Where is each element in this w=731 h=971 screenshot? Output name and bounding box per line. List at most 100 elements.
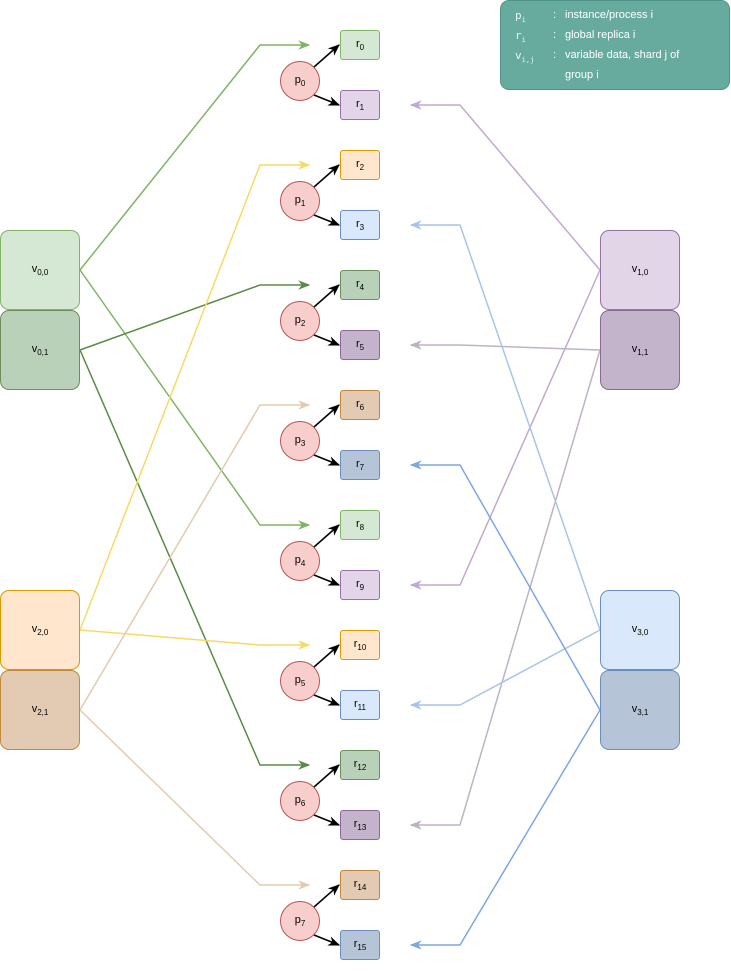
node-label-subscript: 2,0 [37,628,49,638]
node-label: r15 [354,938,367,952]
node-label-subscript: 14 [357,883,367,893]
node-label-subscript: 1 [300,199,306,209]
node-label-subscript: 7 [300,919,306,929]
process-node: p6 [280,781,320,821]
variable-node: v2,0 [0,590,80,670]
node-label-name: r [353,637,358,650]
process-node: p3 [280,421,320,461]
node-label-subscript: 15 [357,943,367,953]
node-label-name: r [355,97,360,110]
node-label: p7 [295,914,306,928]
replica-node: r14 [340,870,380,900]
node-label-name: r [355,517,360,530]
node-label-name: r [355,397,360,410]
legend-symbol-letter: p [515,9,522,22]
node-label-name: r [354,697,358,710]
variable-to-replica-edge [79,400,311,711]
replica-node: r15 [340,930,380,960]
node-label: r11 [354,698,366,712]
node-label-name: p [294,793,301,806]
variable-to-replica-edge [409,460,601,711]
legend-symbol: vi,j [515,49,535,65]
variable-to-replica-edge [409,629,601,710]
node-label-name: v [631,622,638,635]
process-to-replica-arrow [313,884,340,908]
node-label: r2 [356,158,364,172]
legend-symbol-letter: r [515,29,522,42]
legend-colon: : [553,49,557,61]
node-label-subscript: 13 [357,823,367,833]
node-label-name: p [294,553,301,566]
node-label-subscript: 4 [359,283,365,293]
variable-to-replica-edge [79,269,311,530]
variable-to-replica-edge [79,629,311,650]
replica-node: r2 [340,150,380,180]
variable-to-replica-edge [409,269,601,590]
process-to-replica-arrow [313,524,340,548]
node-label-name: r [353,877,358,890]
node-label: r0 [356,38,364,52]
variable-to-replica-edge [79,40,311,271]
node-label: p3 [295,434,306,448]
node-label-name: v [31,622,38,635]
legend-symbol-subscript: i,j [521,56,535,65]
process-to-replica-arrow [313,94,341,106]
variable-node: v1,0 [600,230,680,310]
legend-symbol: ri [515,29,526,44]
node-label-subscript: 6 [300,799,306,809]
replica-node: r5 [340,330,380,360]
process-to-replica-arrow [313,934,341,946]
variable-node: v0,1 [0,310,80,390]
node-label: v1,1 [632,343,649,357]
node-label-subscript: 12 [357,763,367,773]
node-label: v1,0 [632,263,649,277]
node-label-name: r [353,937,358,950]
node-label: r6 [356,398,364,412]
node-label-subscript: 9 [359,583,365,593]
node-label-name: r [353,817,358,830]
replica-node: r3 [340,210,380,240]
node-label-name: p [294,313,301,326]
replica-node: r1 [340,90,380,120]
process-node: p1 [280,181,320,221]
node-label-subscript: 3 [300,439,306,449]
node-label-name: v [31,342,38,355]
node-label: v2,0 [32,623,49,637]
node-label: r9 [356,578,364,592]
legend-colon: : [553,9,557,21]
process-to-replica-arrow [313,764,340,788]
node-label-subscript: 7 [359,463,365,473]
node-label-subscript: 1 [359,103,365,113]
variable-node: v0,0 [0,230,80,310]
node-label-subscript: 0 [359,43,365,53]
node-label: r4 [356,278,364,292]
variable-node: v3,0 [600,590,680,670]
variable-to-replica-edge [79,280,311,351]
legend-symbol-subscript: i [521,16,526,25]
variable-to-replica-edge [409,709,601,950]
legend-description: variable data, shard j of [565,49,680,61]
node-label-name: p [294,193,301,206]
node-label: p6 [295,794,306,808]
node-label: r10 [354,638,367,652]
process-to-replica-arrow [313,44,340,68]
node-label-name: v [631,702,638,715]
node-label-subscript: 2 [359,163,365,173]
legend-description: instance/process i [565,9,654,21]
node-label: p2 [295,314,306,328]
variable-node: v3,1 [600,670,680,750]
variable-node: v1,1 [600,310,680,390]
node-label: r3 [356,218,364,232]
replica-node: r6 [340,390,380,420]
node-label-subscript: 6 [359,403,365,413]
node-label-subscript: 5 [300,679,306,689]
process-to-replica-arrow [313,814,341,826]
process-to-replica-arrow [313,454,341,466]
node-label-subscript: 1,0 [637,268,649,278]
node-label-subscript: 10 [357,643,367,653]
node-label: v2,1 [32,703,49,717]
legend-row: pi: instance/process i [515,9,653,25]
node-label-name: p [294,73,301,86]
legend-colon: : [553,29,557,41]
